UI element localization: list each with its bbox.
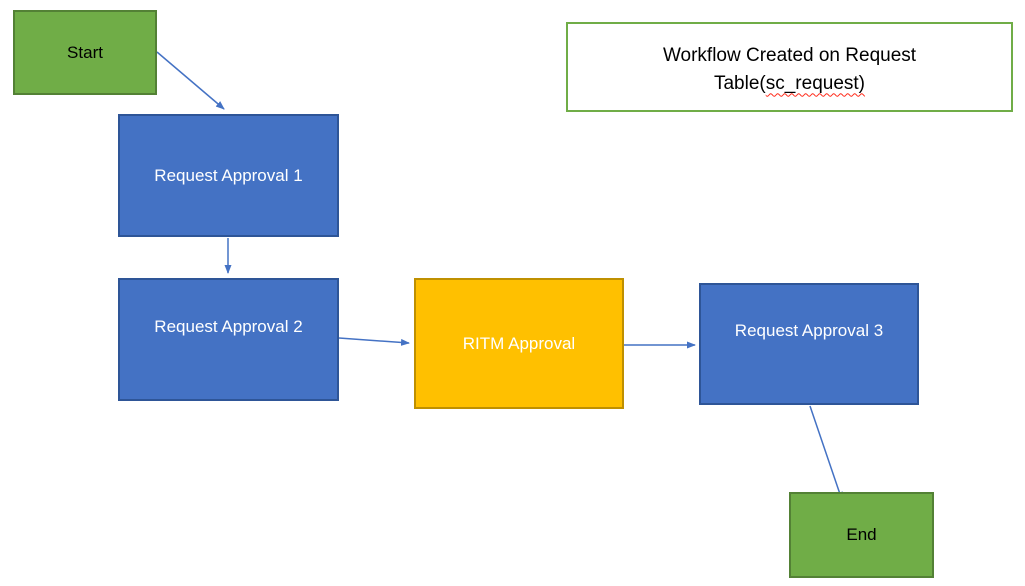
flow-node-start-label: Start xyxy=(67,42,103,62)
flow-node-request-approval-3-label: Request Approval 3 xyxy=(734,321,884,341)
flow-node-ritm-approval-label: RITM Approval xyxy=(462,333,576,353)
connector-start-to-approval1 xyxy=(156,51,225,110)
title-box: Workflow Created on Request Table(sc_req… xyxy=(566,22,1013,112)
title-line-2: Table(sc_request) xyxy=(714,70,865,98)
connector-approval2-to-ritm xyxy=(338,337,410,346)
flow-node-end-label: End xyxy=(846,525,877,545)
flow-node-ritm-approval: RITM Approval xyxy=(414,278,624,409)
flow-node-request-approval-1: Request Approval 1 xyxy=(118,114,339,237)
flow-node-request-approval-3: Request Approval 3 xyxy=(699,283,919,405)
title-line-1: Workflow Created on Request xyxy=(662,44,917,66)
flow-node-request-approval-2-label: Request Approval 2 xyxy=(154,316,303,336)
connector-approval3-to-end xyxy=(809,405,843,501)
flow-node-start: Start xyxy=(13,10,157,95)
flow-node-end: End xyxy=(789,492,934,578)
title-line-2-flagged-word: sc_request) xyxy=(765,72,866,94)
flow-node-request-approval-1-label: Request Approval 1 xyxy=(154,165,303,185)
title-line-2-prefix: Table( xyxy=(713,72,766,94)
flow-node-request-approval-2: Request Approval 2 xyxy=(118,278,339,401)
